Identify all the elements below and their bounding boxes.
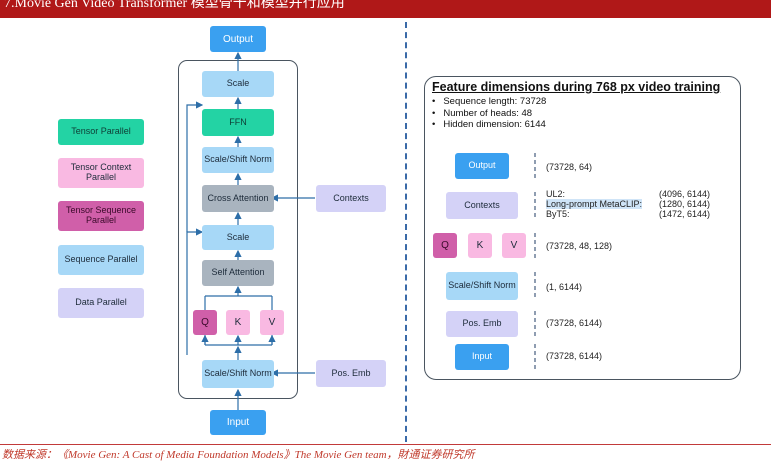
feat-input-node: Input	[455, 344, 509, 370]
legend-sequence-parallel: Sequence Parallel	[58, 245, 144, 275]
input-node: Input	[210, 410, 266, 435]
feature-bullets: Sequence length: 73728 Number of heads: …	[432, 96, 546, 131]
legend-tensor-parallel: Tensor Parallel	[58, 119, 144, 145]
feature-dimensions-title: Feature dimensions during 768 px video t…	[432, 80, 721, 94]
legend-tensor-sequence-parallel: Tensor Sequence Parallel	[58, 201, 144, 231]
feat-input-dim: (73728, 6144)	[546, 351, 603, 361]
feat-byt5-dim: (1472, 6144)	[659, 209, 711, 219]
contexts-node: Contexts	[316, 185, 386, 212]
cross-attention-node: Cross Attention	[202, 185, 274, 212]
feat-pos-emb-node: Pos. Emb	[446, 311, 518, 337]
bullet-sequence-length: Sequence length: 73728	[432, 96, 546, 108]
bullet-number-of-heads: Number of heads: 48	[432, 108, 546, 120]
q-node: Q	[193, 310, 217, 335]
footer-divider	[0, 444, 771, 445]
scale-shift-norm-top-node: Scale/Shift Norm	[202, 147, 274, 173]
k-node: K	[226, 310, 250, 335]
v-node: V	[260, 310, 284, 335]
feat-ul2-name: UL2:	[546, 189, 566, 199]
feat-norm-node: Scale/Shift Norm	[446, 272, 518, 300]
source-note: 数据来源：《Movie Gen: A Cast of Media Foundat…	[2, 449, 475, 461]
feat-v-node: V	[502, 233, 526, 258]
legend-data-parallel: Data Parallel	[58, 288, 144, 318]
feat-ul2-dim: (4096, 6144)	[659, 189, 711, 199]
feat-contexts-node: Contexts	[446, 192, 518, 219]
ffn-node: FFN	[202, 109, 274, 136]
feat-k-node: K	[468, 233, 492, 258]
bullet-hidden-dimension: Hidden dimension: 6144	[432, 119, 546, 131]
feat-pos-emb-dim: (73728, 6144)	[546, 318, 603, 328]
feat-metaclip-dim: (1280, 6144)	[659, 199, 711, 209]
pos-emb-node: Pos. Emb	[316, 360, 386, 387]
feature-dimensions-panel	[424, 76, 741, 380]
feat-output-node: Output	[455, 153, 509, 179]
feat-norm-dim: (1, 6144)	[546, 282, 583, 292]
self-attention-node: Self Attention	[202, 260, 274, 286]
feat-metaclip-name: Long-prompt MetaCLIP:	[546, 199, 643, 209]
scale-top-node: Scale	[202, 71, 274, 97]
output-node: Output	[210, 26, 266, 52]
feat-qkv-dim: (73728, 48, 128)	[546, 241, 613, 251]
slide-title-text: 7.Movie Gen Video Transformer 模型骨干和模型并行应…	[4, 0, 345, 11]
scale-shift-norm-bottom-node: Scale/Shift Norm	[202, 360, 274, 388]
legend-tensor-context-parallel: Tensor Context Parallel	[58, 158, 144, 188]
slide-title: 7.Movie Gen Video Transformer 模型骨干和模型并行应…	[0, 0, 771, 18]
scale-mid-node: Scale	[202, 225, 274, 250]
feat-output-dim: (73728, 64)	[546, 162, 593, 172]
feat-byt5-name: ByT5:	[546, 209, 570, 219]
feat-q-node: Q	[433, 233, 457, 258]
section-divider	[405, 22, 407, 442]
